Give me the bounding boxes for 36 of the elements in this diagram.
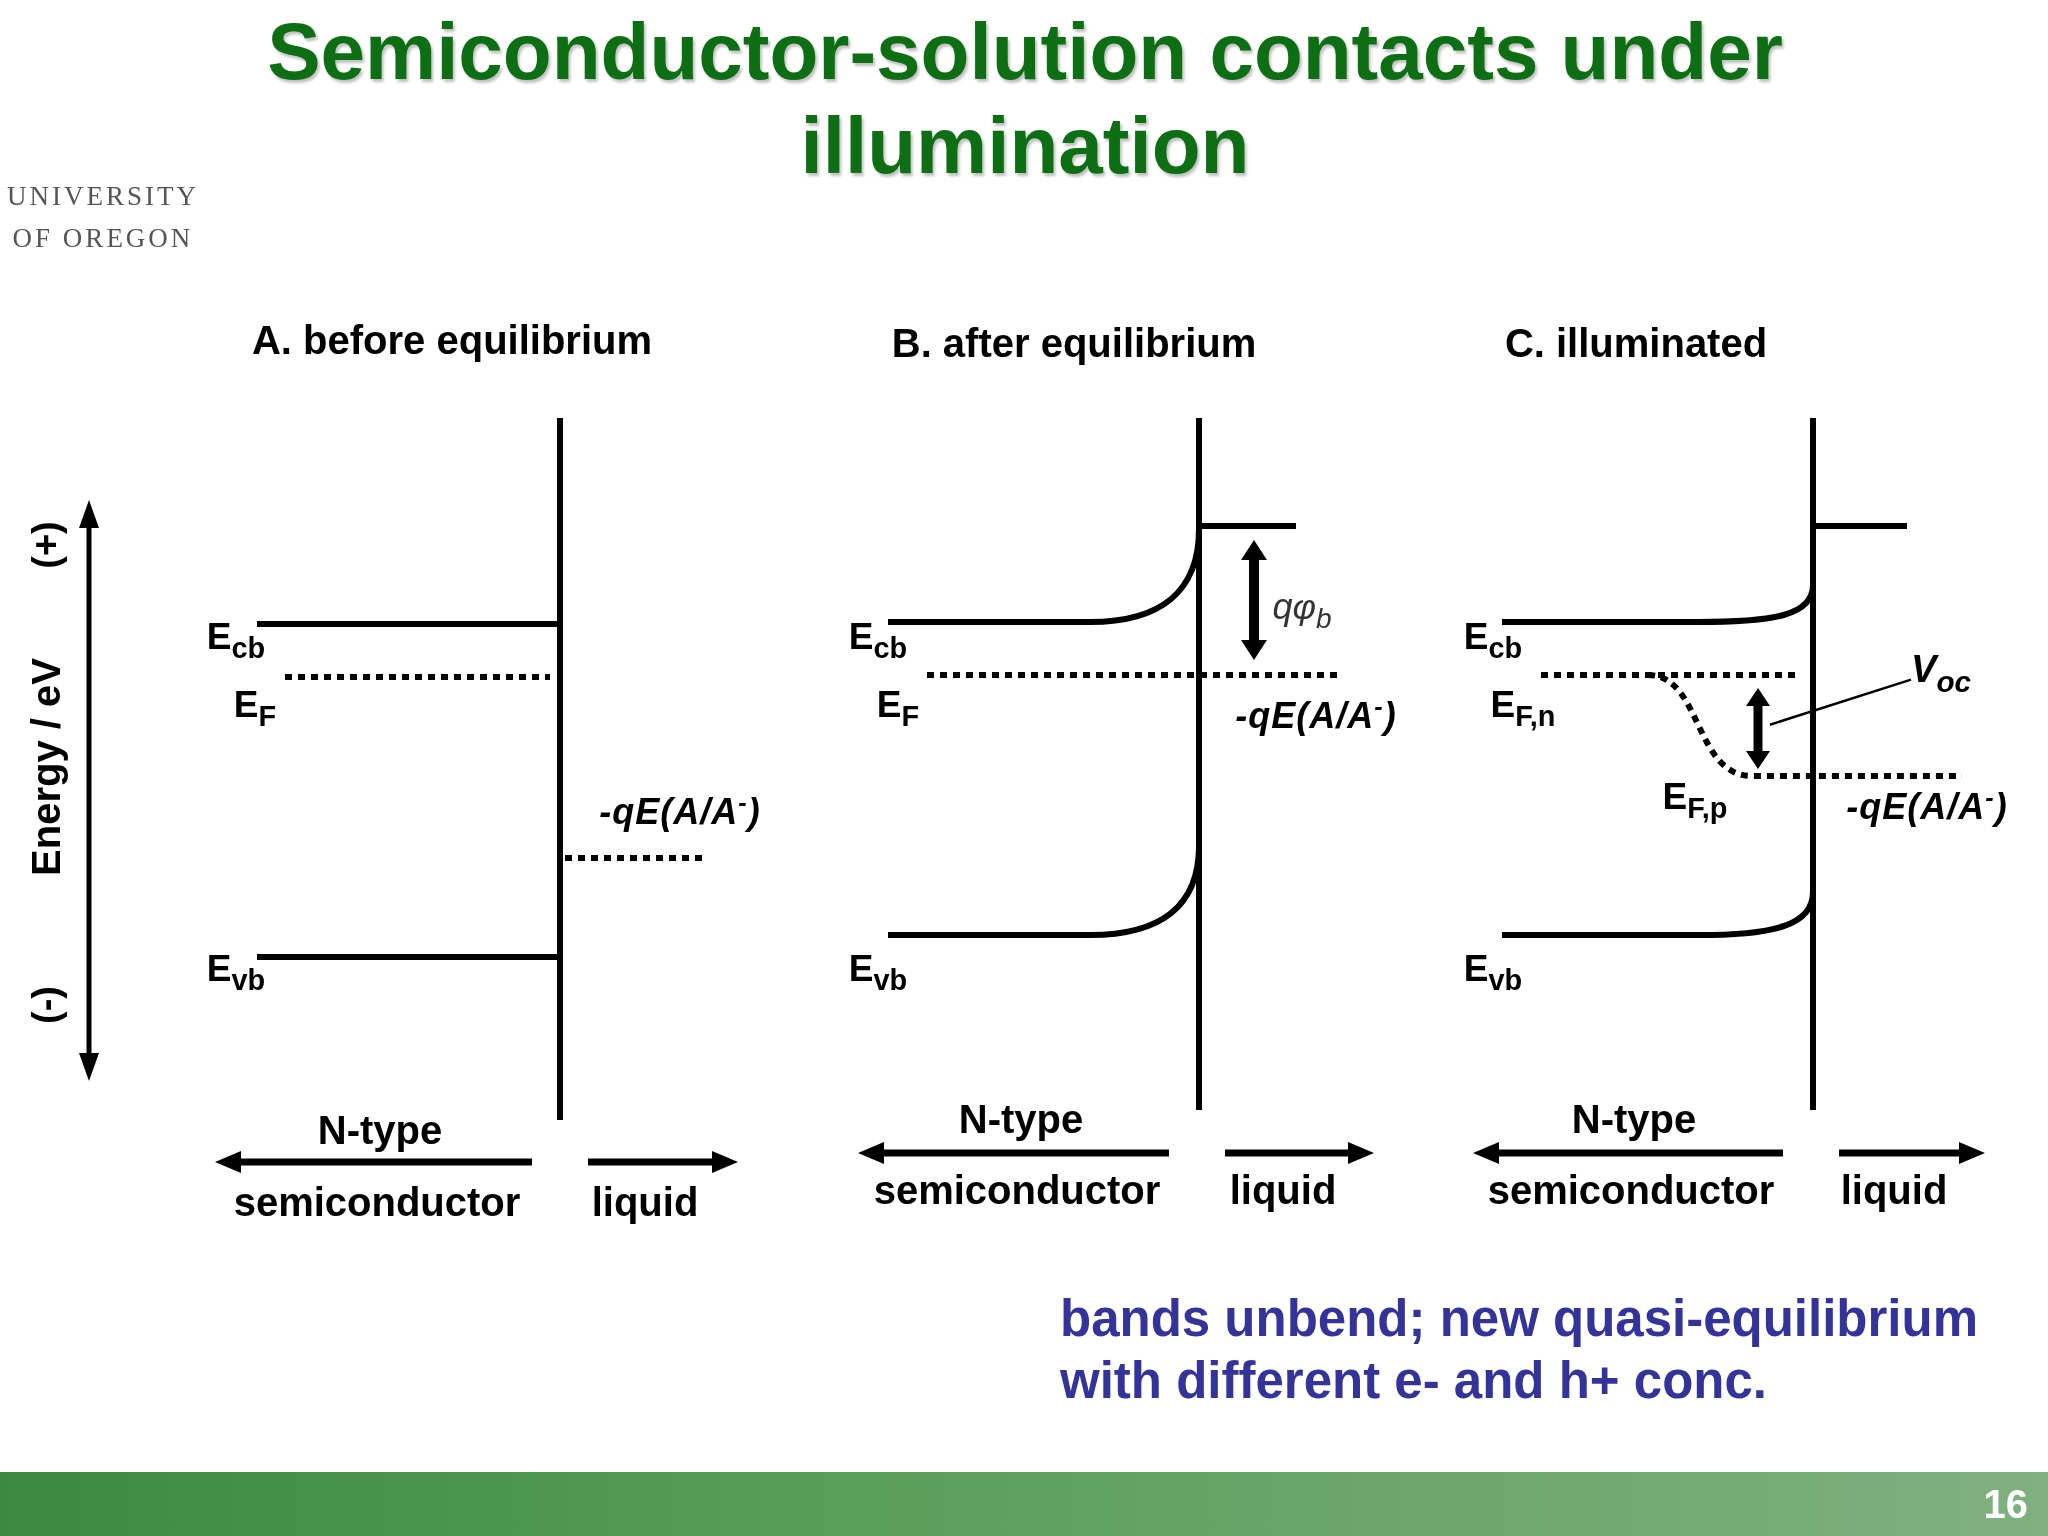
- band-label: E$_{vb}$: [206, 946, 266, 998]
- band-label: E$_{vb}$: [1463, 946, 1523, 998]
- double-arrow: [1746, 688, 1770, 769]
- region-label: N-type: [958, 1096, 1084, 1143]
- redox-level-label: -qE(A/A$^{-}$): [599, 786, 761, 835]
- redox-level-label: -qE(A/A$^{-}$): [1846, 781, 2008, 830]
- axis-title: Energy / eV: [23, 658, 69, 876]
- fermi-level-label: E$_{F,p}$: [1662, 774, 1728, 826]
- barrier-height-label: qφ$_{b}$: [1272, 585, 1332, 637]
- region-label: liquid: [1840, 1167, 1948, 1214]
- sign-label: (-): [23, 986, 68, 1024]
- region-label: semiconductor: [873, 1167, 1161, 1214]
- panel-heading: C. illuminated: [1504, 320, 1768, 367]
- fermi-level-label: E$_{F}$: [233, 682, 277, 734]
- band-label: E$_{vb}$: [848, 946, 908, 998]
- region-label: N-type: [1571, 1096, 1697, 1143]
- region-label: semiconductor: [1487, 1167, 1775, 1214]
- slide-title: Semiconductor-solution contacts under illumination: [266, 6, 1784, 192]
- note-text: bands unbend; new quasi-equilibrium with different e- and h+ conc.: [1060, 1289, 1980, 1411]
- band-label: E$_{cb}$: [1463, 614, 1523, 666]
- leader-line: [1769, 678, 1912, 726]
- panel-heading: A. before equilibrium: [252, 317, 652, 364]
- region-label: semiconductor: [233, 1179, 521, 1226]
- redox-level-label: -qE(A/A$^{-}$): [1235, 690, 1397, 739]
- voltage-label: V$_{oc}$: [1911, 644, 1971, 696]
- band-label: E$_{cb}$: [848, 614, 908, 666]
- page-number: 16: [1983, 1481, 2028, 1528]
- fermi-level-label: E$_{F}$: [876, 682, 920, 734]
- sign-label: (+): [23, 521, 68, 569]
- region-label: liquid: [1229, 1167, 1337, 1214]
- region-label: liquid: [591, 1179, 699, 1226]
- institution-name: UNIVERSITY OF OREGON: [6, 180, 200, 255]
- fermi-level-label: E$_{F,n}$: [1490, 682, 1556, 734]
- panel-heading: B. after equilibrium: [891, 320, 1257, 367]
- band-label: E$_{cb}$: [206, 614, 266, 666]
- region-label: N-type: [317, 1107, 443, 1154]
